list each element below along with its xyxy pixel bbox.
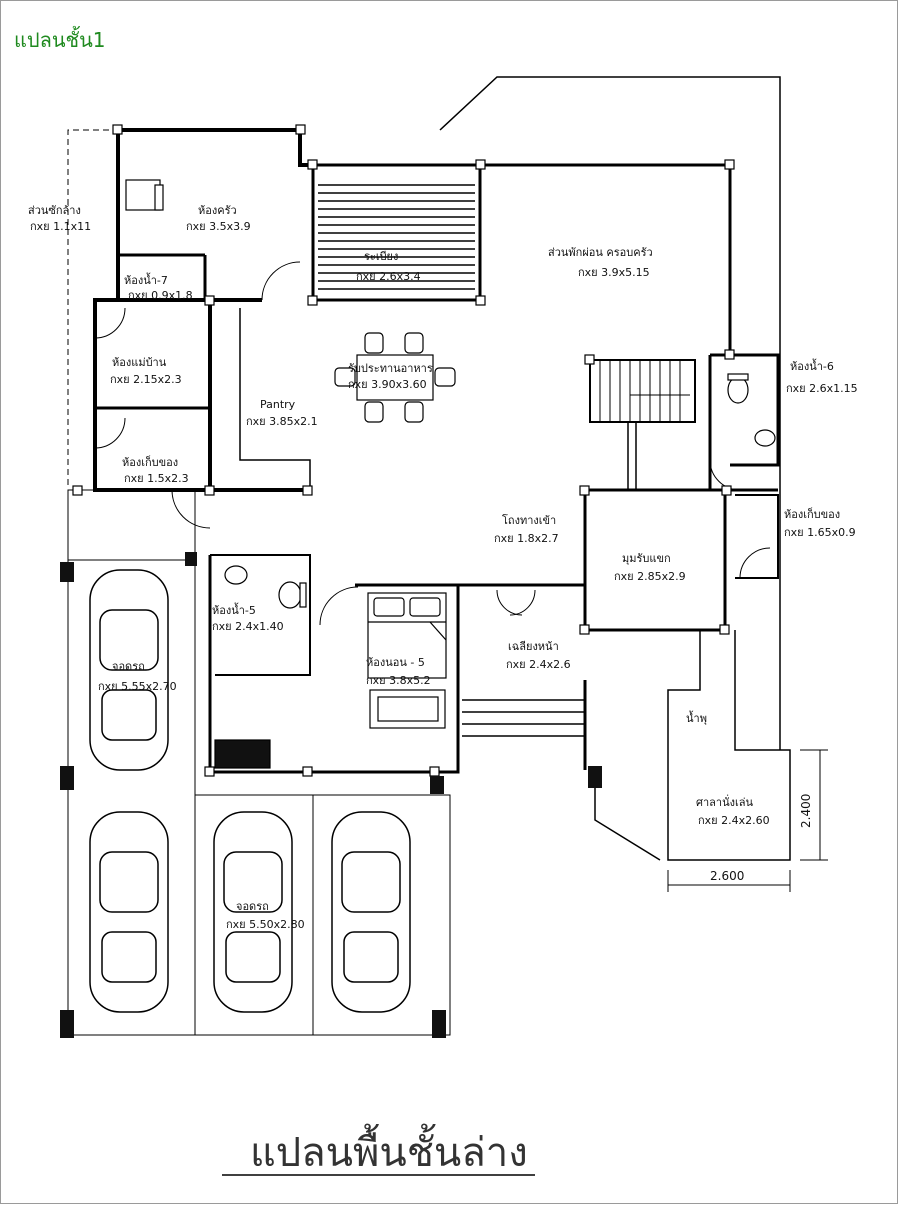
room-name-kitchen: ห้องครัว	[198, 204, 237, 217]
dimension-width: 2.600	[710, 869, 744, 883]
dining-table	[334, 332, 456, 423]
bed	[367, 592, 447, 679]
room-name-bath5: ห้องน้ำ-5	[212, 602, 256, 617]
room-size-terrace: กxย 2.6x3.4	[356, 270, 421, 283]
fixtures	[125, 179, 776, 769]
room-size-pavilion: กxย 2.4x2.60	[698, 814, 770, 827]
room-name-garage2: จอดรถ	[236, 900, 269, 913]
room-name-front-porch: เฉลียงหน้า	[508, 640, 559, 653]
room-size-maid: กxย 2.15x2.3	[110, 373, 182, 386]
room-name-fountain: น้ำพุ	[686, 710, 707, 725]
room-size-bedroom5: กxย 3.8x5.2	[366, 674, 431, 687]
room-name-maid: ห้องแม่บ้าน	[112, 356, 167, 369]
room-name-dining: รับประทานอาหาร	[348, 362, 433, 375]
room-size-store2: กxย 1.65x0.9	[784, 526, 856, 539]
garage-columns	[60, 552, 602, 1038]
room-size-bath5: กxย 2.4x1.40	[212, 620, 284, 633]
room-name-bath6: ห้องน้ำ-6	[790, 358, 834, 373]
room-size-pantry: กxย 3.85x2.1	[246, 415, 318, 428]
room-size-bath7: กxย 0.9x1.8	[128, 289, 193, 302]
room-name-pavilion: ศาลานั่งเล่น	[696, 794, 753, 809]
room-name-family: ส่วนพักผ่อน ครอบครัว	[548, 246, 653, 259]
plan-title: แปลนพื้นชั้นล่าง	[250, 1123, 528, 1176]
car-icon	[89, 811, 169, 1013]
room-name-guest: มุมรับแขก	[622, 552, 671, 565]
room-size-garage1: กxย 5.55x2.70	[98, 680, 177, 693]
room-name-entrance: โถงทางเข้า	[502, 513, 556, 527]
columns	[72, 124, 735, 777]
car-icon	[213, 811, 293, 1013]
stair-treads	[599, 360, 690, 422]
room-name-laundry: ส่วนซักล้าง	[28, 204, 81, 217]
room-name-terrace: ระเบียง	[364, 250, 398, 263]
door-swings	[94, 261, 771, 626]
room-name-store1: ห้องเก็บของ	[122, 455, 178, 469]
room-size-store1: กxย 1.5x2.3	[124, 472, 189, 485]
terrace-slats	[318, 184, 475, 290]
car-icon	[89, 569, 169, 771]
page-label: แปลนชั้น1	[14, 28, 106, 52]
room-name-bedroom5: ห้องนอน - 5	[366, 656, 425, 669]
car-icons	[89, 569, 411, 1013]
room-size-bath6: กxย 2.6x1.15	[786, 382, 858, 395]
walls	[67, 76, 828, 1176]
room-size-front-porch: กxย 2.4x2.6	[506, 658, 571, 671]
dimension-labels: 2.400 2.600	[710, 794, 813, 883]
room-name-pantry: Pantry	[260, 398, 296, 411]
room-name-store2: ห้องเก็บของ	[784, 507, 840, 521]
room-size-guest: กxย 2.85x2.9	[614, 570, 686, 583]
room-size-garage2: กxย 5.50x2.80	[226, 918, 305, 931]
room-name-garage1: จอดรถ	[112, 660, 145, 673]
room-size-entrance: กxย 1.8x2.7	[494, 532, 559, 545]
room-size-kitchen: กxย 3.5x3.9	[186, 220, 251, 233]
room-labels: ส่วนซักล้าง กxย 1.1x11 ห้องครัว กxย 3.5x…	[28, 204, 858, 931]
room-size-laundry: กxย 1.1x11	[30, 220, 91, 233]
room-size-dining: กxย 3.90x3.60	[348, 378, 427, 391]
car-icon	[331, 811, 411, 1013]
dimension-height: 2.400	[799, 794, 813, 828]
room-name-bath7: ห้องน้ำ-7	[124, 272, 168, 287]
sofa	[369, 689, 446, 729]
room-size-family: กxย 3.9x5.15	[578, 266, 650, 279]
